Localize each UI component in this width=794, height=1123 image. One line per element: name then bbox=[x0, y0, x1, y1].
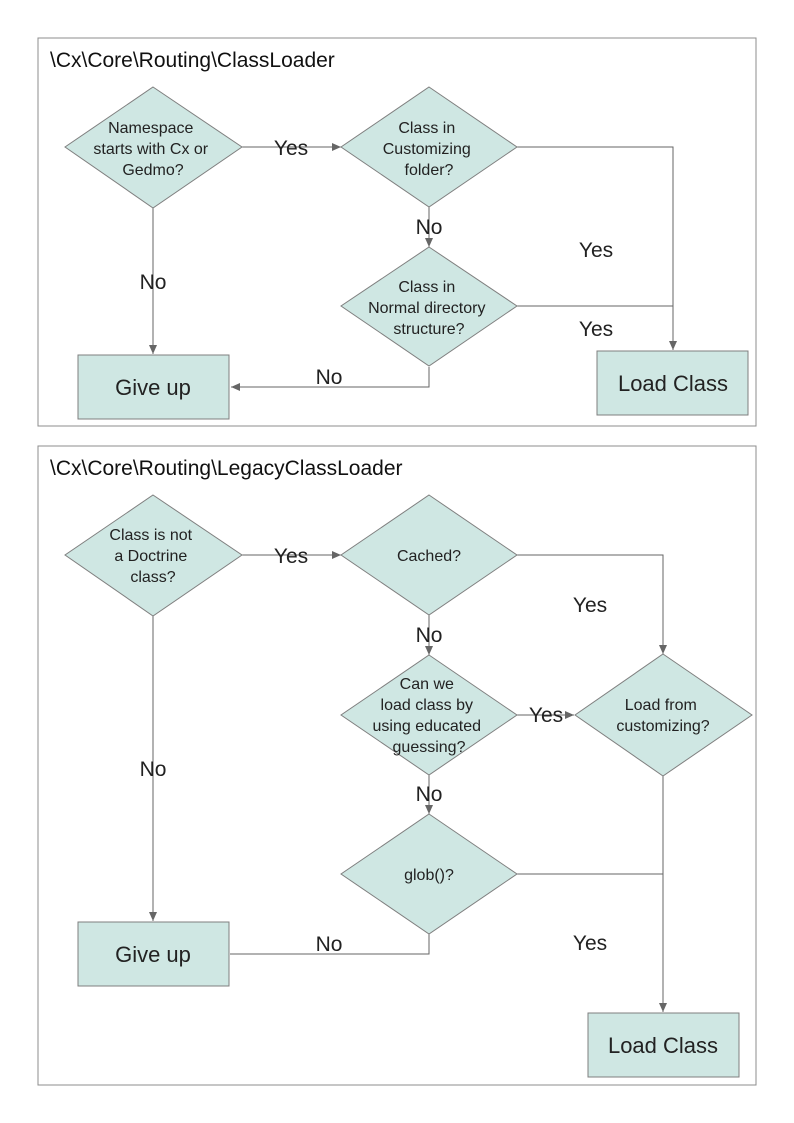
decision-cached-label: Cached? bbox=[397, 548, 461, 565]
edge-label-normal-yes: Yes bbox=[579, 318, 613, 341]
edge-label-normal-no: No bbox=[316, 366, 343, 389]
terminal-load-class bbox=[596, 350, 749, 416]
decision-educated-guess-label: Can we load class by using educated gues… bbox=[373, 676, 486, 756]
classloader-title: \Cx\Core\Routing\ClassLoader bbox=[50, 49, 335, 72]
legacy-classloader-diagram: \Cx\Core\Routing\LegacyClassLoader Class… bbox=[37, 445, 757, 1086]
edge-label-namespace-no: No bbox=[140, 271, 167, 294]
decision-namespace-check-label: Namespace starts with Cx or Gedmo? bbox=[93, 120, 212, 179]
edge-label-customizing-yes: Yes bbox=[579, 239, 613, 262]
decision-namespace-check bbox=[64, 86, 243, 209]
terminal-load-class-legacy bbox=[587, 1012, 740, 1078]
terminal-give-up-legacy-label: Give up bbox=[115, 942, 191, 967]
decision-glob bbox=[340, 813, 518, 935]
edge-label-customizing-no: No bbox=[416, 216, 443, 239]
edge-customizing-to-loadclass bbox=[517, 146, 677, 350]
edge-label-guess-no: No bbox=[416, 783, 443, 806]
edge-label-guess-yes: Yes bbox=[529, 704, 563, 727]
decision-customizing-folder-label: Class in Customizing folder? bbox=[383, 120, 475, 179]
decision-doctrine-check bbox=[64, 494, 243, 617]
classloader-diagram: \Cx\Core\Routing\ClassLoader Namespace s… bbox=[37, 37, 757, 427]
decision-educated-guess bbox=[340, 654, 518, 776]
edge-label-glob-no: No bbox=[316, 933, 343, 956]
edge-label-doctrine-no: No bbox=[140, 758, 167, 781]
decision-normal-directory bbox=[340, 246, 518, 367]
edge-label-doctrine-yes: Yes bbox=[274, 545, 308, 568]
decision-glob-label: glob()? bbox=[404, 867, 454, 884]
terminal-give-up-label: Give up bbox=[115, 375, 191, 400]
terminal-give-up bbox=[77, 354, 230, 420]
decision-load-from-customizing-label: Load from customizing? bbox=[616, 697, 709, 735]
terminal-give-up-legacy bbox=[77, 921, 230, 987]
edge-label-namespace-yes: Yes bbox=[274, 137, 308, 160]
edge-glob-to-giveup bbox=[230, 934, 430, 955]
decision-normal-directory-label: Class in Normal directory structure? bbox=[368, 279, 490, 338]
decision-cached bbox=[340, 494, 518, 616]
legacy-classloader-title: \Cx\Core\Routing\LegacyClassLoader bbox=[50, 457, 403, 480]
decision-customizing-folder bbox=[340, 86, 518, 208]
edge-normal-to-giveup bbox=[231, 367, 430, 391]
edge-label-cached-no: No bbox=[416, 624, 443, 647]
edge-label-glob-yes: Yes bbox=[573, 932, 607, 955]
edge-cached-to-load-from-customizing bbox=[517, 554, 667, 654]
edge-label-cached-yes: Yes bbox=[573, 594, 607, 617]
decision-load-from-customizing bbox=[574, 653, 753, 777]
terminal-load-class-label: Load Class bbox=[618, 371, 728, 396]
decision-doctrine-check-label: Class is not a Doctrine class? bbox=[109, 527, 196, 586]
terminal-load-class-legacy-label: Load Class bbox=[608, 1033, 718, 1058]
